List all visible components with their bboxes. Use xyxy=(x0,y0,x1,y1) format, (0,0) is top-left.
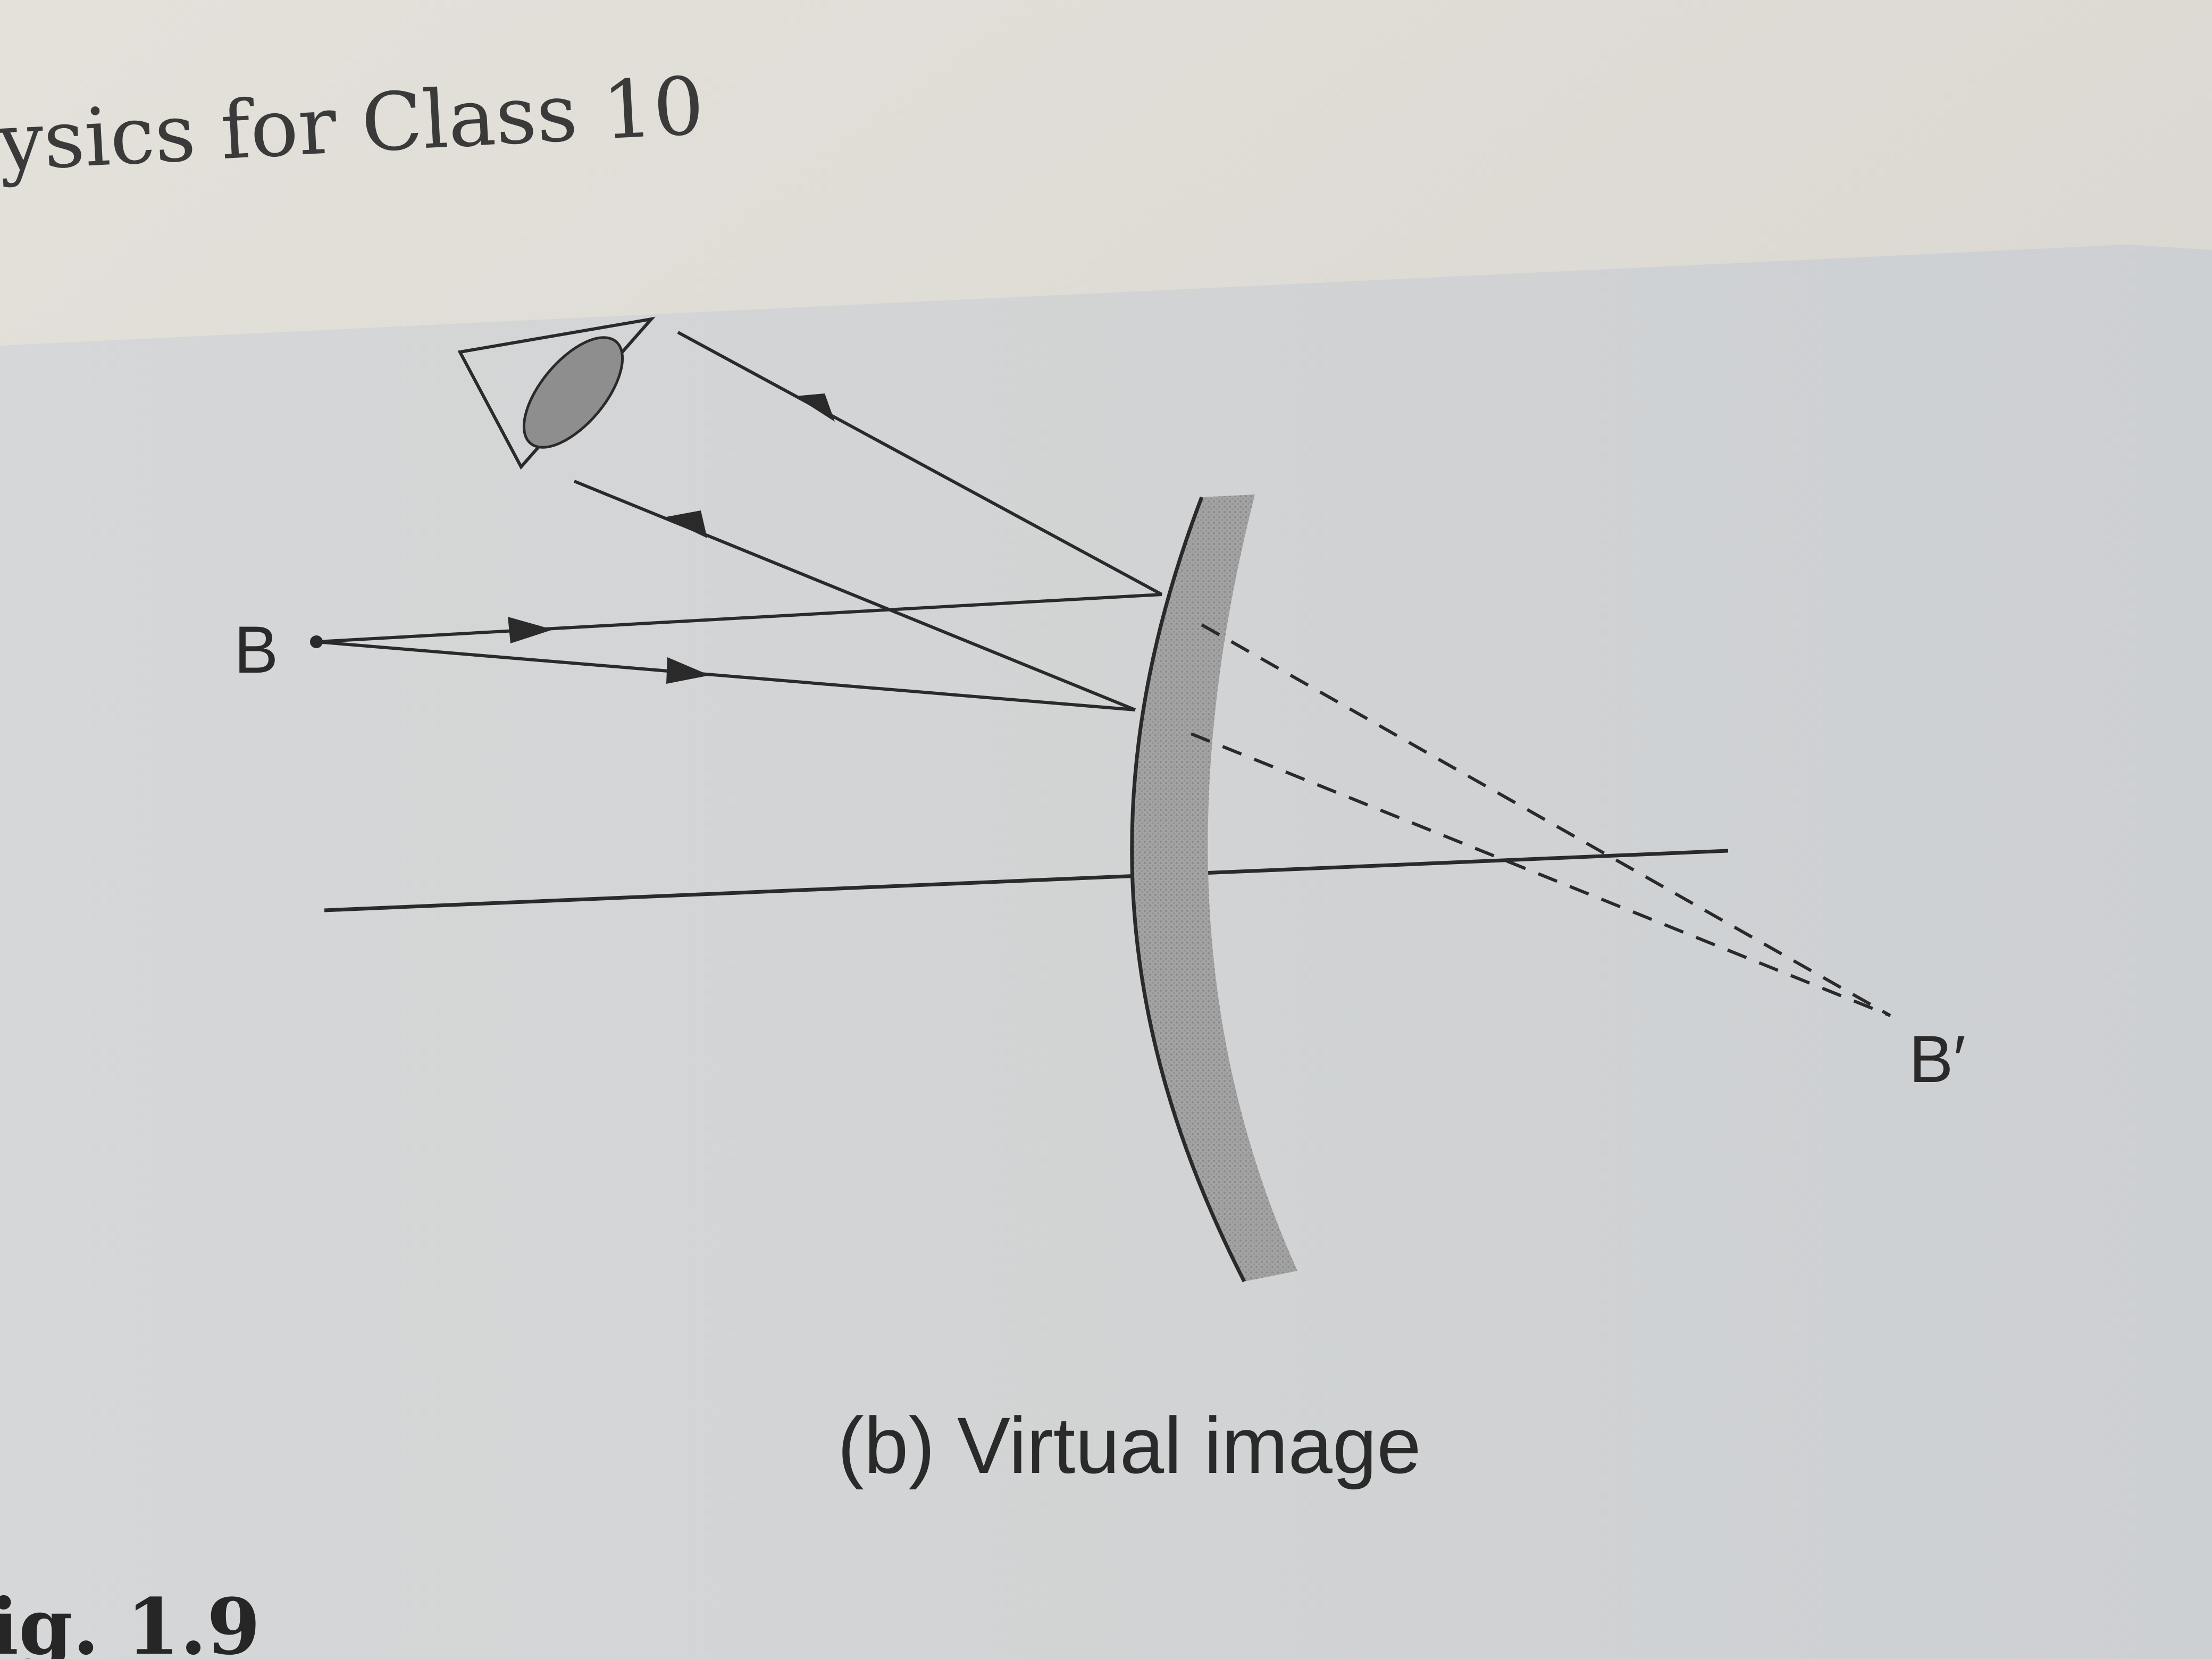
figure-panel xyxy=(0,245,2212,1659)
virtual-ray-lower xyxy=(1190,732,1891,1017)
incident-ray-upper-arrow xyxy=(508,617,553,643)
principal-axis xyxy=(324,849,1729,912)
object-point xyxy=(310,635,323,648)
reflected-ray-upper xyxy=(677,331,1163,596)
figure-label: ig. 1.9 xyxy=(0,1582,261,1659)
incident-ray-lower-arrow xyxy=(666,657,710,684)
convex-mirror xyxy=(1132,495,1297,1281)
virtual-ray-upper xyxy=(1201,623,1891,1017)
object-label: B xyxy=(234,613,278,687)
incident-ray-upper xyxy=(316,593,1162,643)
mirror-reflecting-surface xyxy=(1130,496,1246,1283)
eye-icon xyxy=(457,316,656,470)
figure-caption: (b) Virtual image xyxy=(837,1401,1421,1490)
image-label: B′ xyxy=(1909,1023,1966,1096)
reflected-ray-upper-arrow xyxy=(795,393,835,422)
incident-ray-lower xyxy=(316,640,1136,711)
reflected-ray-lower-arrow xyxy=(664,510,707,538)
